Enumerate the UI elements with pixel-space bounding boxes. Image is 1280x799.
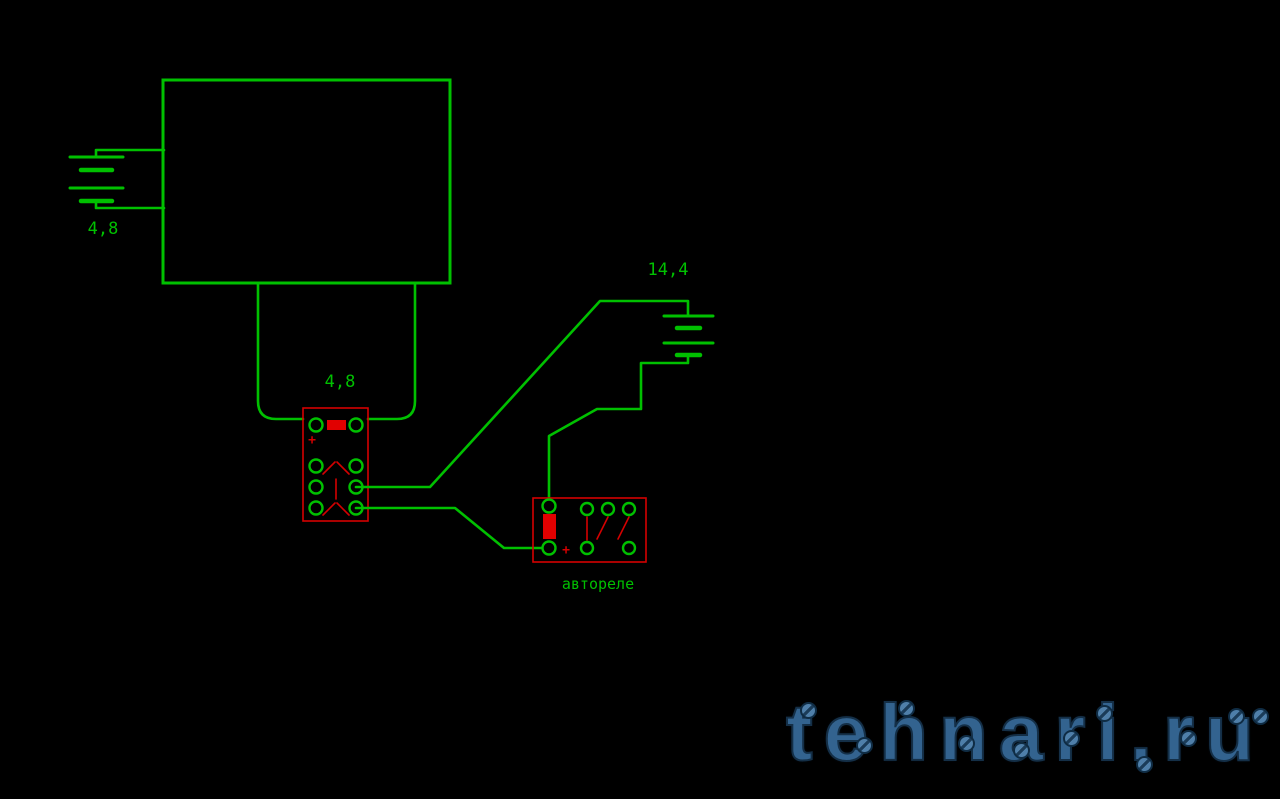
screw-icon <box>1252 708 1269 725</box>
pad <box>541 498 557 514</box>
auto-relay-outline <box>532 497 647 563</box>
auto-relay: + автореле <box>532 497 647 593</box>
polarity-plus-mark: + <box>308 433 316 448</box>
diode-symbol <box>327 420 346 430</box>
battery-left-label: 4,8 <box>88 219 119 239</box>
screw-icon <box>1096 705 1113 722</box>
pad <box>621 540 637 556</box>
wire-relay-to-battery-right-bottom <box>547 354 690 501</box>
screw-icon <box>898 700 915 717</box>
contact-symbol <box>322 502 336 516</box>
screw-icon <box>1136 756 1153 773</box>
relay-socket-label: 4,8 <box>325 372 356 392</box>
pad <box>308 479 324 495</box>
pad <box>308 417 324 433</box>
screw-icon <box>856 737 873 754</box>
pad <box>600 501 616 517</box>
pad <box>541 540 557 556</box>
contact-symbol <box>336 502 350 516</box>
diode-symbol <box>543 514 556 539</box>
battery-left: 4,8 <box>68 148 166 239</box>
wire-battery-left-top <box>94 148 166 159</box>
contact-symbol <box>596 516 609 540</box>
pad <box>348 417 364 433</box>
pad <box>579 501 595 517</box>
battery-right-label: 14,4 <box>648 260 689 280</box>
screw-icon <box>958 735 975 752</box>
battery-right: 14,4 <box>648 260 715 358</box>
contact-symbol <box>322 461 336 475</box>
polarity-plus-mark: + <box>562 543 570 558</box>
contact-symbol <box>617 516 630 540</box>
auto-relay-label: автореле <box>562 575 634 593</box>
charger-plug-outline-left <box>256 281 305 421</box>
screw-icon <box>1013 742 1030 759</box>
wire-socket-to-battery-right-top <box>354 299 690 489</box>
charger-plug-outline-right <box>366 281 417 421</box>
pad <box>308 458 324 474</box>
pad <box>579 540 595 556</box>
relay-socket-outline <box>302 407 369 522</box>
screw-icon <box>1180 730 1197 747</box>
wire-socket-to-relay <box>354 506 551 550</box>
watermark: tehnari.ru <box>785 688 1280 778</box>
watermark-text: tehnari.ru <box>785 688 1265 777</box>
pad <box>348 458 364 474</box>
relay-socket: 4,8 + <box>302 372 369 522</box>
screw-icon <box>1228 708 1245 725</box>
charger-body-outline <box>161 78 452 285</box>
pad <box>308 500 324 516</box>
pad <box>621 501 637 517</box>
contact-symbol <box>336 461 350 475</box>
screw-icon <box>1063 730 1080 747</box>
wire-battery-left-bottom <box>94 199 166 210</box>
screw-icon <box>800 702 817 719</box>
